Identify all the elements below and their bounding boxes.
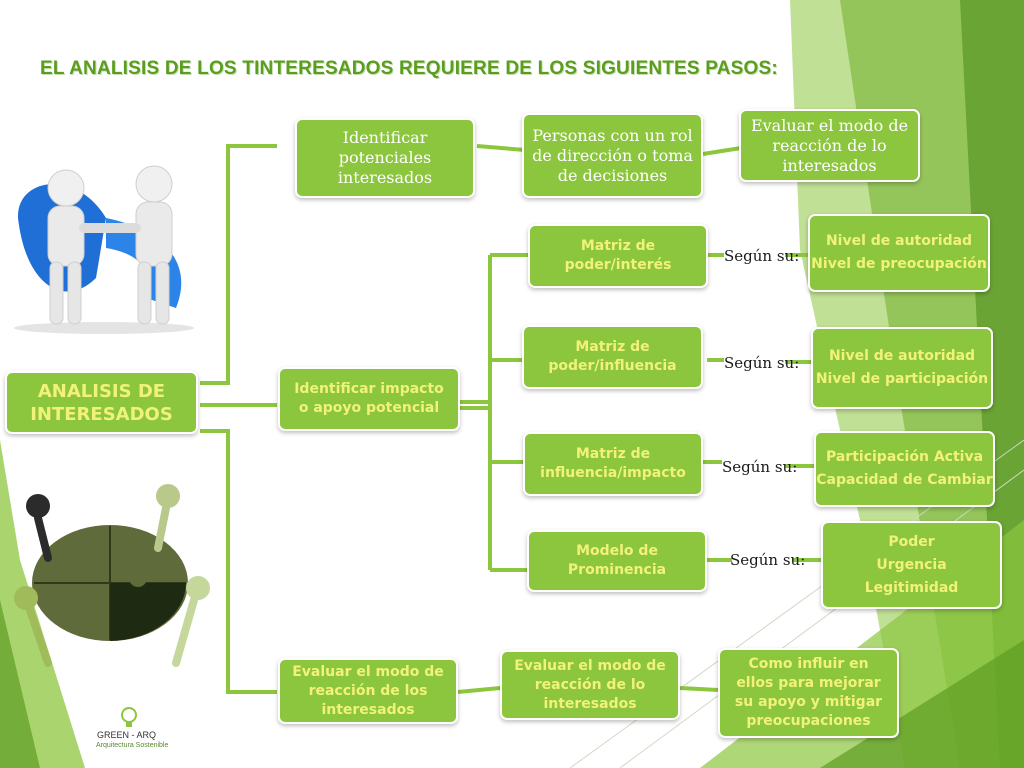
result-item: Participación Activa xyxy=(825,449,984,465)
result-item: Legitimidad xyxy=(864,579,959,596)
handshake-figures-illustration xyxy=(6,158,202,336)
page-title: EL ANALISIS DE LOS TINTERESADOS REQUIERE… xyxy=(40,58,778,79)
step-evaluate-reaction-mid: Evaluar el modo de reacción de lo intere… xyxy=(500,650,680,720)
according-to-label: Según su: xyxy=(730,551,806,569)
result-item: Urgencia xyxy=(876,556,947,573)
model-influence-impact: Matriz de influencia/impacto xyxy=(523,432,703,496)
model-influence-impact-label: Matriz de influencia/impacto xyxy=(540,446,686,481)
step-influence-strategy: Como influir en ellos para mejorar su ap… xyxy=(718,648,899,738)
step-identify-impact: Identificar impacto o apoyo potencial xyxy=(278,367,460,431)
step-evaluate-reaction-mid-label: Evaluar el modo de reacción de lo intere… xyxy=(514,657,666,712)
lightbulb-logo-icon xyxy=(121,707,137,727)
according-to-label: Según su: xyxy=(724,247,800,265)
model-power-influence: Matriz de poder/influencia xyxy=(522,325,703,389)
result-item: Nivel de preocupación xyxy=(811,256,987,272)
result-influence-impact: Participación Activa Capacidad de Cambia… xyxy=(814,431,995,507)
result-power-influence: Nivel de autoridad Nivel de participació… xyxy=(811,327,993,409)
result-item: Capacidad de Cambiar xyxy=(816,472,993,488)
model-prominence: Modelo de Prominencia xyxy=(527,530,707,592)
puzzle-figures-illustration xyxy=(14,484,210,667)
step-influence-strategy-label: Como influir en ellos para mejorar su ap… xyxy=(734,656,883,729)
step-decision-roles: Personas con un rol de dirección o toma … xyxy=(522,113,703,198)
step-identify-stakeholders-label: Identificar potenciales interesados xyxy=(337,128,433,187)
result-prominence: Poder Urgencia Legitimidad xyxy=(821,521,1002,609)
step-evaluate-reaction-bottom: Evaluar el modo de reacción de los inter… xyxy=(278,658,458,724)
step-evaluate-reaction-top-label: Evaluar el modo de reacción de lo intere… xyxy=(750,115,909,175)
result-item: Nivel de participación xyxy=(815,371,989,387)
result-power-interest: Nivel de autoridad Nivel de preocupación xyxy=(808,214,990,292)
model-prominence-label: Modelo de Prominencia xyxy=(567,543,667,578)
according-to-label: Según su: xyxy=(722,458,798,476)
step-identify-impact-label: Identificar impacto o apoyo potencial xyxy=(294,381,444,416)
model-power-interest-label: Matriz de poder/interés xyxy=(564,238,672,273)
root-label: ANALISIS DE INTERESADOS xyxy=(30,380,173,425)
logo-name: GREEN - ARQ xyxy=(97,730,157,740)
result-item: Nivel de autoridad xyxy=(825,233,973,249)
step-evaluate-reaction-top: Evaluar el modo de reacción de lo intere… xyxy=(739,109,920,182)
result-item: Poder xyxy=(888,533,935,550)
step-decision-roles-label: Personas con un rol de dirección o toma … xyxy=(532,125,693,185)
step-evaluate-reaction-bottom-label: Evaluar el modo de reacción de los inter… xyxy=(292,663,444,718)
according-to-label: Según su: xyxy=(724,354,800,372)
logo-tagline: Arquitectura Sostenible xyxy=(96,742,169,749)
result-item: Nivel de autoridad xyxy=(828,348,976,364)
model-power-interest: Matriz de poder/interés xyxy=(528,224,708,288)
model-power-influence-label: Matriz de poder/influencia xyxy=(548,339,677,374)
root-node: ANALISIS DE INTERESADOS xyxy=(5,371,198,434)
step-identify-stakeholders: Identificar potenciales interesados xyxy=(295,118,475,198)
